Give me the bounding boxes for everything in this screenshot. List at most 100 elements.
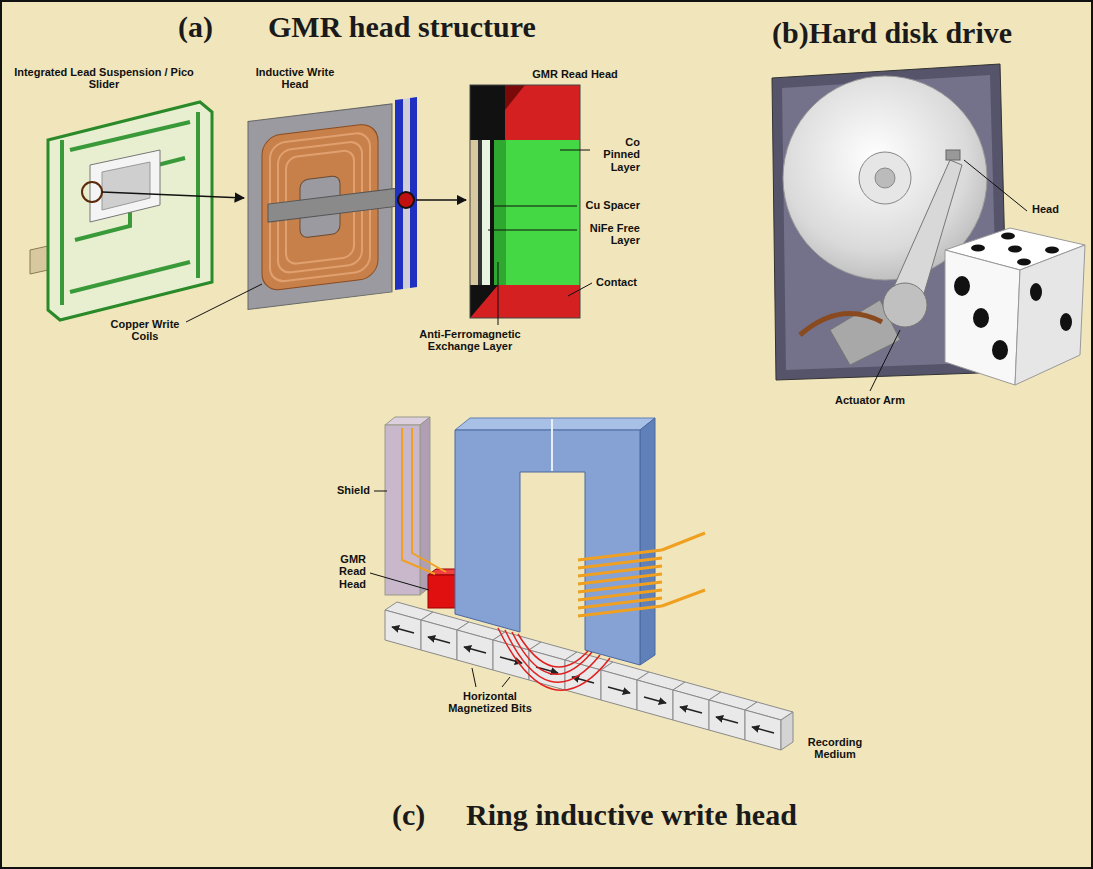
- field-line: [518, 634, 588, 667]
- free-layer: [478, 140, 482, 285]
- bit-arrow: [428, 637, 450, 643]
- magnetization-arrows: [392, 627, 774, 733]
- dice-pip: [1017, 259, 1031, 266]
- bit-front: [385, 610, 421, 650]
- leader-line: [568, 283, 592, 296]
- dice-pip: [1060, 313, 1072, 331]
- part-label: Integrated Lead Suspension / Pico Slider: [14, 66, 194, 91]
- layer-label: Co Pinned Layer: [594, 136, 640, 173]
- dice-pip: [954, 276, 970, 296]
- bottom-contact: [470, 285, 580, 318]
- bit-arrow: [644, 697, 666, 703]
- part-label: Head: [1032, 203, 1082, 215]
- co-pinned-layer: [506, 140, 580, 285]
- leader-line: [964, 160, 1027, 211]
- sense-leads: [402, 428, 446, 574]
- bit-arrow: [392, 627, 414, 633]
- zoom-circle: [82, 182, 102, 202]
- bit-front: [745, 710, 781, 750]
- leader-line: [498, 262, 499, 325]
- part-label: Recording Medium: [800, 736, 870, 761]
- leader-line: [472, 668, 476, 687]
- flex-cable: [800, 314, 882, 335]
- actuator-pivot: [883, 283, 927, 327]
- part-label: Inductive Write Head: [250, 66, 340, 91]
- part-label: Actuator Arm: [805, 394, 935, 406]
- cu-spacer: [490, 140, 494, 285]
- coil-leads: [662, 533, 705, 606]
- read-front: [428, 575, 458, 608]
- panel-letter: (c): [392, 798, 425, 832]
- top-shield: [470, 85, 505, 140]
- leader-lines: [488, 150, 592, 325]
- layer-label: Anti-Ferromagnetic Exchange Layer: [395, 328, 545, 353]
- spindle: [875, 168, 895, 188]
- bit-front: [673, 690, 709, 730]
- dice-pip: [1008, 246, 1022, 253]
- part-label: GMR Read Head: [505, 68, 645, 80]
- write-head: [248, 103, 398, 309]
- layer-label: NiFe Free Layer: [580, 222, 640, 247]
- dice-pip: [1045, 247, 1059, 254]
- leader-line: [870, 330, 900, 391]
- bit-front: [601, 670, 637, 710]
- dice-pip: [971, 245, 985, 252]
- panel-title: Ring inductive write head: [466, 798, 797, 832]
- bit-front: [709, 700, 745, 740]
- zoom-circle: [398, 192, 414, 208]
- write-core: [455, 418, 655, 665]
- fringing-field: [498, 628, 610, 690]
- leader-line: [502, 677, 510, 687]
- part-label: Horizontal Magnetized Bits: [440, 690, 540, 715]
- leader-line: [560, 150, 590, 151]
- gmr-stack: [470, 85, 580, 318]
- pico-slider: [30, 102, 212, 320]
- dice: [945, 228, 1085, 385]
- bit-arrow: [464, 647, 486, 653]
- leader-line: [186, 284, 262, 322]
- panel-title: GMR head structure: [268, 10, 536, 44]
- exchange-layer: [470, 285, 498, 318]
- core-side: [640, 418, 655, 665]
- dice-pip: [1030, 283, 1042, 301]
- pinned-layer: [494, 140, 506, 285]
- zoom-arrow: [102, 192, 244, 198]
- bit-front: [421, 620, 457, 660]
- suspension-board: [48, 102, 212, 320]
- panel-letter: (a): [178, 10, 213, 44]
- part-label: Copper Write Coils: [100, 318, 190, 343]
- dice-pip: [973, 308, 989, 328]
- leader-line: [488, 230, 577, 231]
- dice-pip: [992, 340, 1008, 360]
- top-contact: [470, 85, 580, 140]
- dice-pip: [1001, 233, 1015, 240]
- bit-arrow: [752, 727, 774, 733]
- head-slider: [946, 150, 960, 160]
- leader-line: [374, 491, 387, 492]
- lead-traces: [62, 112, 198, 305]
- bit-arrow: [716, 717, 738, 723]
- dice-side: [1015, 245, 1085, 385]
- part-label: GMR Read Head: [318, 553, 366, 590]
- dice-front: [945, 250, 1020, 385]
- leader-line: [370, 573, 429, 590]
- part-label: Shield: [320, 484, 370, 496]
- write-coil: [578, 533, 705, 616]
- core-split: [551, 419, 553, 471]
- pole-stripe: [410, 97, 417, 288]
- stack-outline: [470, 85, 580, 318]
- field-line: [498, 628, 610, 690]
- bit-side: [781, 712, 793, 750]
- spindle-hub: [859, 152, 911, 204]
- layer-label: Contact: [596, 276, 652, 288]
- core-front: [455, 430, 640, 665]
- contact-shade: [505, 85, 525, 110]
- panel-title: (b)Hard disk drive: [772, 16, 1012, 50]
- bit-front: [457, 630, 493, 670]
- yoke: [268, 188, 398, 222]
- leader-lines: [370, 491, 510, 687]
- bit-front: [637, 680, 673, 720]
